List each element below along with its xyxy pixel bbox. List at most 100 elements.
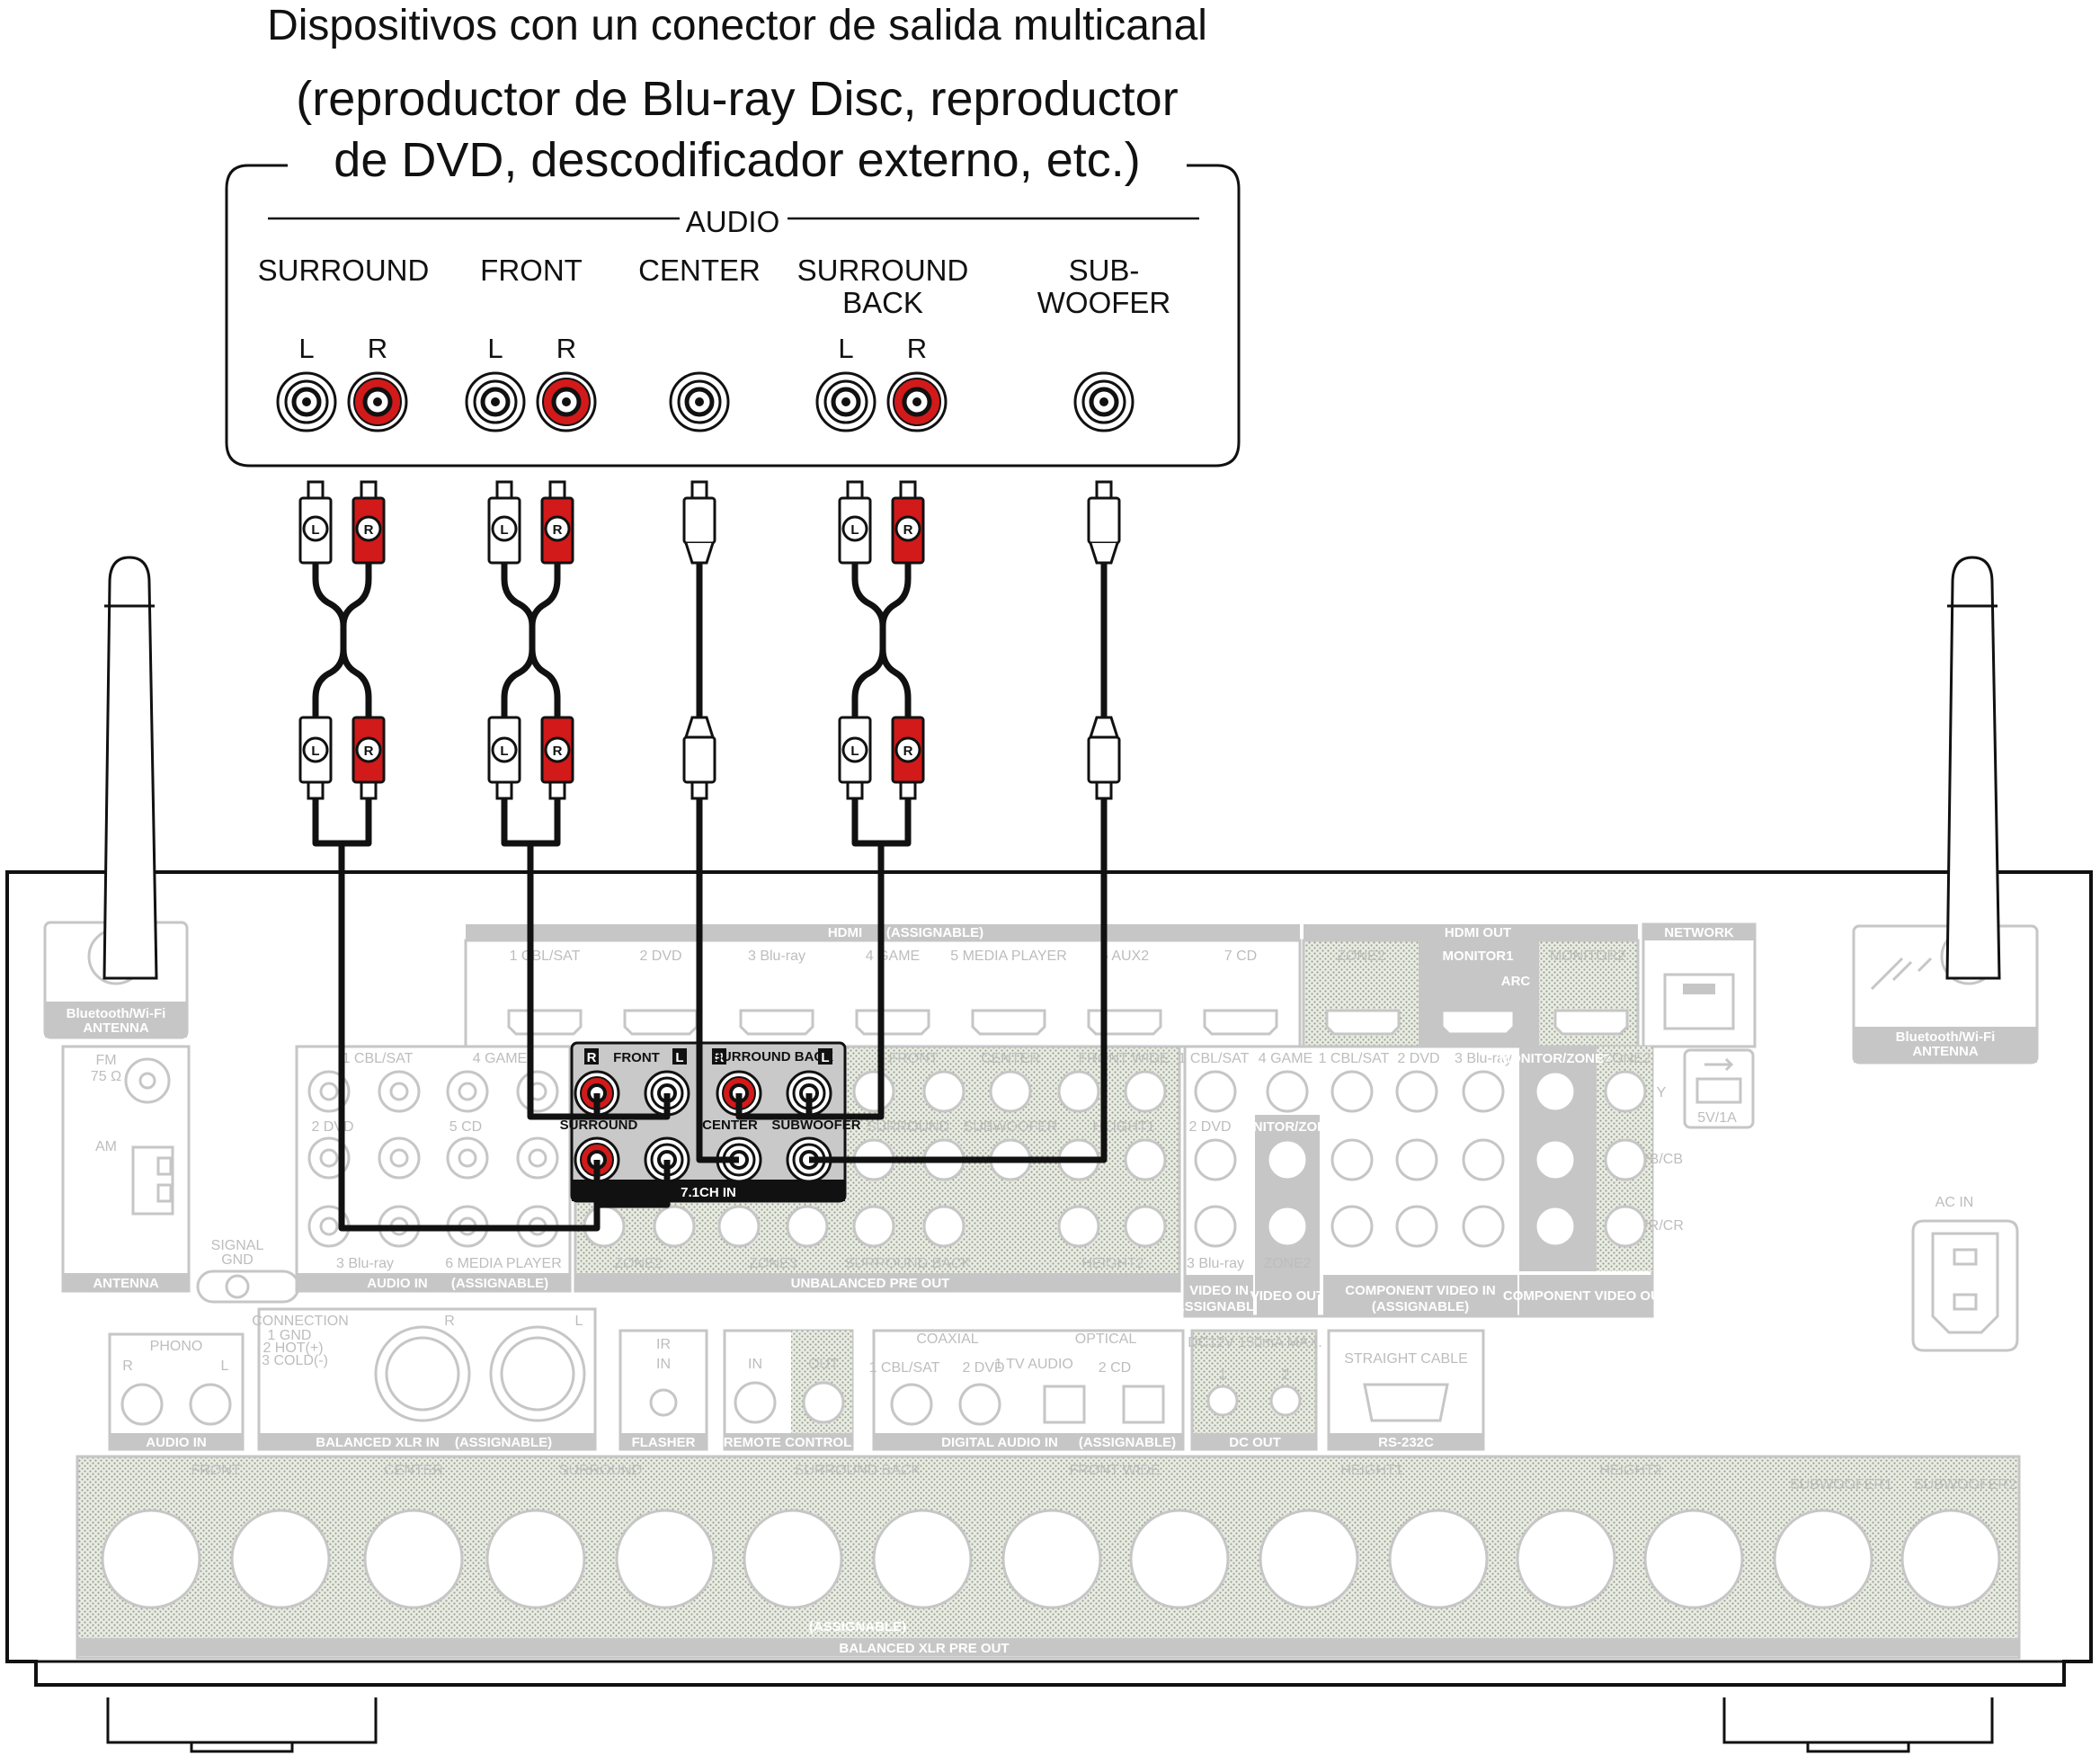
source-jack-subwoofer bbox=[1073, 371, 1135, 432]
remote-in: IN bbox=[748, 1357, 762, 1372]
video-out-port-2: ZONE2 bbox=[1263, 1256, 1311, 1271]
video-in-assignable: (ASSIGNABLE) bbox=[1170, 1299, 1268, 1314]
digital-optical: OPTICAL bbox=[1075, 1332, 1137, 1347]
plug-bottom-front-l: L bbox=[487, 716, 521, 800]
antenna-stick-left bbox=[102, 556, 158, 980]
cable-front-l-bottom bbox=[501, 648, 536, 719]
plug-top-front-l: L bbox=[487, 480, 521, 565]
xlr-in-connection: CONNECTION bbox=[252, 1314, 349, 1329]
xlr-in-label: BALANCED XLR IN bbox=[316, 1435, 440, 1450]
group-label-center: CENTER bbox=[638, 254, 761, 287]
audio-in-port-5: 3 Blu-ray bbox=[336, 1256, 394, 1271]
cable-surround-r-bottom bbox=[340, 648, 372, 719]
rs232-cable: STRAIGHT CABLE bbox=[1344, 1351, 1468, 1367]
multich-subwoofer-label: SUBWOOFER bbox=[771, 1118, 860, 1133]
multich-surround-back-label: SURROUND BACK bbox=[713, 1049, 833, 1065]
pre-out-front: FRONT bbox=[888, 1051, 938, 1066]
xlr-in-block: CONNECTION 1 GND 2 HOT(+) 3 COLD(-) R L … bbox=[252, 1307, 597, 1451]
pre-out-zone3: ZONE3 bbox=[749, 1256, 796, 1271]
fm-label: FM bbox=[95, 1053, 116, 1068]
group-label-front: FRONT bbox=[480, 254, 583, 287]
source-jack-surround-back-r bbox=[886, 371, 948, 432]
component-in-port-3: 3 Blu-ray bbox=[1455, 1051, 1512, 1066]
cable-sb-l-top bbox=[851, 561, 886, 649]
antenna-right-label-2: ANTENNA bbox=[1912, 1044, 1978, 1059]
hdmi-in-port-1: 1 CBL/SAT bbox=[510, 949, 581, 964]
pre-out-front-wide: FRONT WIDE bbox=[1078, 1051, 1169, 1066]
dc-out-block: DC12V 150mA MAX. 1 2 DC OUT bbox=[1188, 1329, 1322, 1451]
sb-l-badge: L bbox=[821, 1050, 829, 1065]
component-out-port-1: MONITOR/ZONE2 bbox=[1499, 1051, 1612, 1066]
xlr-in-l: L bbox=[575, 1314, 583, 1329]
plug-letter: R bbox=[553, 744, 563, 759]
plug-bottom-front-r: R bbox=[540, 716, 574, 800]
source-jack-center bbox=[669, 371, 730, 432]
hdmi-in-port-4: 4 GAME bbox=[866, 949, 920, 964]
cable-surround-r-top bbox=[340, 561, 372, 627]
component-in-port-1: 1 CBL/SAT bbox=[1319, 1051, 1390, 1066]
audio-in-port-4: 5 CD bbox=[449, 1119, 482, 1135]
audio-in-port-3: 2 DVD bbox=[311, 1119, 353, 1135]
hdmi-out-port-3: MONITOR2 bbox=[1550, 949, 1625, 964]
pre-out-height1: HEIGHT1 bbox=[1092, 1119, 1154, 1135]
dc-out-rating: DC12V 150mA MAX. bbox=[1188, 1335, 1321, 1350]
plug-letter: L bbox=[311, 522, 319, 538]
usb-block: 5V/1A bbox=[1683, 1048, 1755, 1129]
group-label-surround-back-1: SURROUND bbox=[797, 254, 969, 287]
group-label-surround: SURROUND bbox=[258, 254, 430, 287]
pre-out-center: CENTER bbox=[981, 1051, 1040, 1066]
phono-title: PHONO bbox=[150, 1339, 203, 1354]
rs232-block: STRAIGHT CABLE RS-232C bbox=[1327, 1329, 1485, 1451]
component-out-port-2: ZONE2 bbox=[1603, 1051, 1651, 1066]
digital-audio-in-block: COAXIAL OPTICAL 1 CBL/SAT 2 DVD 1 TV AUD… bbox=[869, 1329, 1185, 1451]
remote-label: REMOTE CONTROL bbox=[724, 1435, 852, 1450]
rs232-label: RS-232C bbox=[1378, 1435, 1434, 1450]
plug-top-subwoofer bbox=[1087, 480, 1121, 565]
audio-in-label: AUDIO IN bbox=[367, 1276, 428, 1291]
digital-label: DIGITAL AUDIO IN bbox=[941, 1435, 1058, 1450]
audio-in-port-2: 4 GAME bbox=[473, 1051, 527, 1066]
title-line-3: de DVD, descodificador externo, etc.) bbox=[334, 133, 1140, 187]
antenna-left-label-1: Bluetooth/Wi-Fi bbox=[67, 1006, 166, 1021]
flasher-in: IN bbox=[656, 1357, 671, 1372]
xlr-out-surround: SURROUND bbox=[559, 1463, 642, 1478]
cable-surround-l-top bbox=[312, 561, 347, 649]
source-jack-surround-back-l bbox=[815, 371, 876, 432]
plug-letter: R bbox=[903, 744, 913, 759]
front-l-label: L bbox=[487, 333, 503, 364]
source-jack-surround-l bbox=[276, 371, 337, 432]
xlr-in-pin-2: 2 HOT(+) bbox=[262, 1341, 323, 1356]
plug-bottom-subwoofer bbox=[1087, 716, 1121, 800]
plug-letter: R bbox=[364, 522, 374, 538]
surround-back-r-label: R bbox=[907, 333, 927, 364]
xlr-out-center: CENTER bbox=[384, 1463, 443, 1478]
digital-port-2: 2 DVD bbox=[962, 1360, 1004, 1376]
dc-out-port-2: 2 bbox=[1282, 1367, 1290, 1383]
dc-out-label: DC OUT bbox=[1229, 1435, 1281, 1450]
cable-front-r-top bbox=[529, 561, 561, 627]
front-l-badge: L bbox=[675, 1050, 683, 1065]
hdmi-out-block: HDMI OUT ZONE2 MONITOR1 MONITOR2 ARC bbox=[1302, 924, 1640, 1048]
hdmi-in-assignable: (ASSIGNABLE) bbox=[886, 925, 983, 940]
hdmi-in-port-6: 6 AUX2 bbox=[1100, 949, 1149, 964]
group-label-subwoofer-2: WOOFER bbox=[1037, 286, 1170, 319]
hdmi-in-port-2: 2 DVD bbox=[639, 949, 681, 964]
source-jack-front-r bbox=[536, 371, 597, 432]
signal-gnd-label-2: GND bbox=[221, 1252, 254, 1268]
hdmi-out-port-2: MONITOR1 bbox=[1443, 949, 1514, 964]
xlr-out-height1: HEIGHT1 bbox=[1340, 1463, 1402, 1478]
cable-sb-r-bottom bbox=[879, 648, 912, 719]
plug-bottom-sb-l: L bbox=[838, 716, 872, 800]
xlr-out-front-wide: FRONT WIDE bbox=[1069, 1463, 1160, 1478]
xlr-out-surround-back: SURROUND BACK bbox=[795, 1463, 921, 1478]
front-r-label: R bbox=[556, 333, 576, 364]
network-block: NETWORK bbox=[1642, 922, 1757, 1048]
flasher-label: FLASHER bbox=[632, 1435, 696, 1450]
plug-letter: R bbox=[553, 522, 563, 538]
unbalanced-pre-out-label: UNBALANCED PRE OUT bbox=[791, 1276, 950, 1291]
plug-letter: L bbox=[850, 744, 859, 759]
title-line-1: Dispositivos con un conector de salida m… bbox=[267, 2, 1207, 49]
hdmi-out-arc: ARC bbox=[1501, 974, 1531, 989]
component-out-pr: PR/CR bbox=[1639, 1218, 1684, 1234]
